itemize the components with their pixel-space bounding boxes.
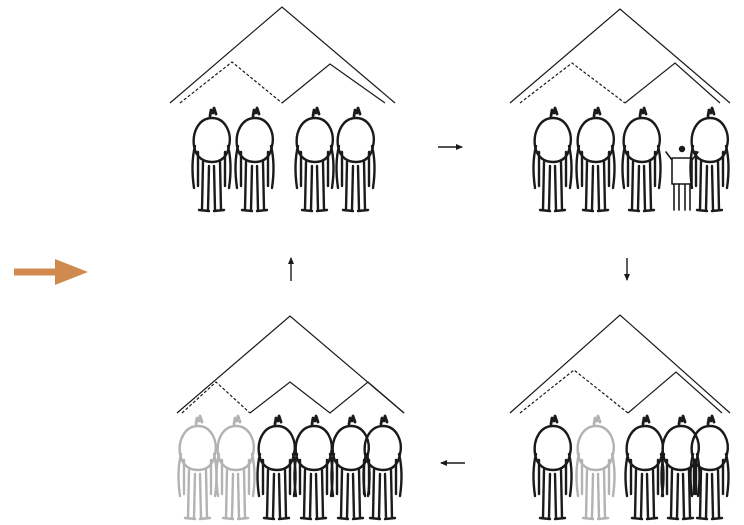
person-figure (621, 106, 662, 213)
person-figure (335, 106, 376, 213)
people-group (191, 106, 376, 213)
panel-top-left (169, 6, 396, 213)
person-figure (624, 414, 665, 521)
people-group (177, 414, 403, 521)
child-figure (665, 145, 699, 211)
person-figure (234, 106, 275, 213)
panel-top-right (509, 8, 731, 213)
person-figure (532, 414, 573, 521)
people-group (532, 106, 730, 213)
person-figure (660, 414, 701, 521)
person-figure-faded (215, 414, 256, 521)
person-figure-faded (575, 414, 616, 521)
person-figure (575, 106, 616, 213)
person-figure (362, 414, 403, 521)
entry-arrow (14, 259, 88, 285)
people-group (532, 414, 730, 521)
panel-bottom-right (509, 314, 731, 521)
panel-bottom-left (176, 315, 405, 521)
right-arrow-icon (55, 259, 88, 285)
two-roof-house-icon (509, 314, 731, 414)
person-figure (532, 106, 573, 213)
person-figure (191, 106, 232, 213)
person-figure-faded (177, 414, 218, 521)
person-figure (293, 414, 334, 521)
two-roof-house-icon (169, 6, 396, 104)
two-roof-house-icon (176, 315, 405, 414)
person-figure (294, 106, 335, 213)
person-figure (256, 414, 297, 521)
person-figure (689, 106, 730, 213)
person-figure (689, 414, 730, 521)
two-roof-house-icon (509, 8, 731, 104)
